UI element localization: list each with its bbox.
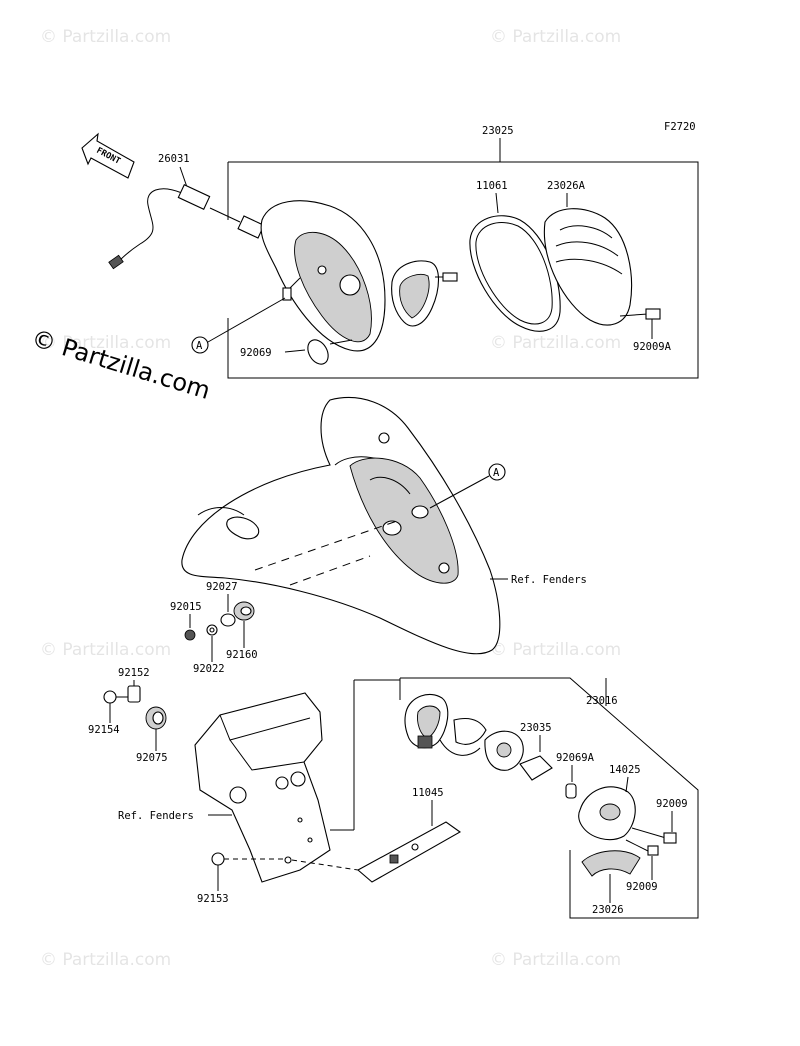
part-label-23025: 23025: [482, 125, 514, 137]
part-label-92015: 92015: [170, 601, 202, 613]
part-label-92069A: 92069A: [556, 752, 595, 764]
part-label-92154: 92154: [88, 724, 120, 736]
watermark: © Partzilla.com: [490, 27, 621, 47]
tail-light-assembly: 23025 26031 11061 23026A: [108, 125, 699, 379]
watermark: © Partzilla.com: [490, 333, 621, 353]
ref-fenders-label-top: Ref. Fenders: [511, 574, 587, 586]
watermark: © Partzilla.com: [490, 640, 621, 660]
license-bracket: 92152 92154 92075 Ref. Fenders 92153 110: [88, 667, 462, 905]
part-label-23016: 23016: [586, 695, 618, 707]
license-light-assembly: 23016 23035 92069A 14025 92009 92009: [330, 677, 699, 919]
part-label-11045: 11045: [412, 787, 444, 799]
part-label-14025: 14025: [609, 764, 641, 776]
watermark: © Partzilla.com: [40, 27, 171, 47]
part-label-92160: 92160: [226, 649, 258, 661]
part-label-92009-lower: 92009: [626, 881, 658, 893]
rear-fender: A Ref. Fenders: [181, 396, 587, 655]
diagram-code: F2720: [664, 121, 696, 133]
part-label-23026A: 23026A: [547, 180, 586, 192]
ref-fenders-label-bottom: Ref. Fenders: [118, 810, 194, 822]
part-label-11061: 11061: [476, 180, 508, 192]
part-label-26031: 26031: [158, 153, 190, 165]
part-label-92009A: 92009A: [633, 341, 672, 353]
callout-a-top: A: [196, 340, 203, 352]
part-label-92075: 92075: [136, 752, 168, 764]
part-label-92153: 92153: [197, 893, 229, 905]
part-label-23026: 23026: [592, 904, 624, 916]
watermark: © Partzilla.com: [40, 950, 171, 970]
callout-a-fender: A: [493, 467, 500, 479]
part-label-92009-upper: 92009: [656, 798, 688, 810]
watermark: © Partzilla.com: [40, 640, 171, 660]
mounting-hardware: 92027 92015 92022 92160: [170, 581, 258, 675]
part-label-23035: 23035: [520, 722, 552, 734]
part-label-92022: 92022: [193, 663, 225, 675]
watermark: © Partzilla.com: [490, 950, 621, 970]
watermark: © Partzilla.com: [40, 333, 171, 353]
part-label-92069: 92069: [240, 347, 272, 359]
front-arrow-icon: FRONT: [81, 132, 135, 179]
part-label-92152: 92152: [118, 667, 150, 679]
watermark-group: © Partzilla.com © Partzilla.com © Partzi…: [40, 27, 621, 970]
part-label-92027: 92027: [206, 581, 238, 593]
